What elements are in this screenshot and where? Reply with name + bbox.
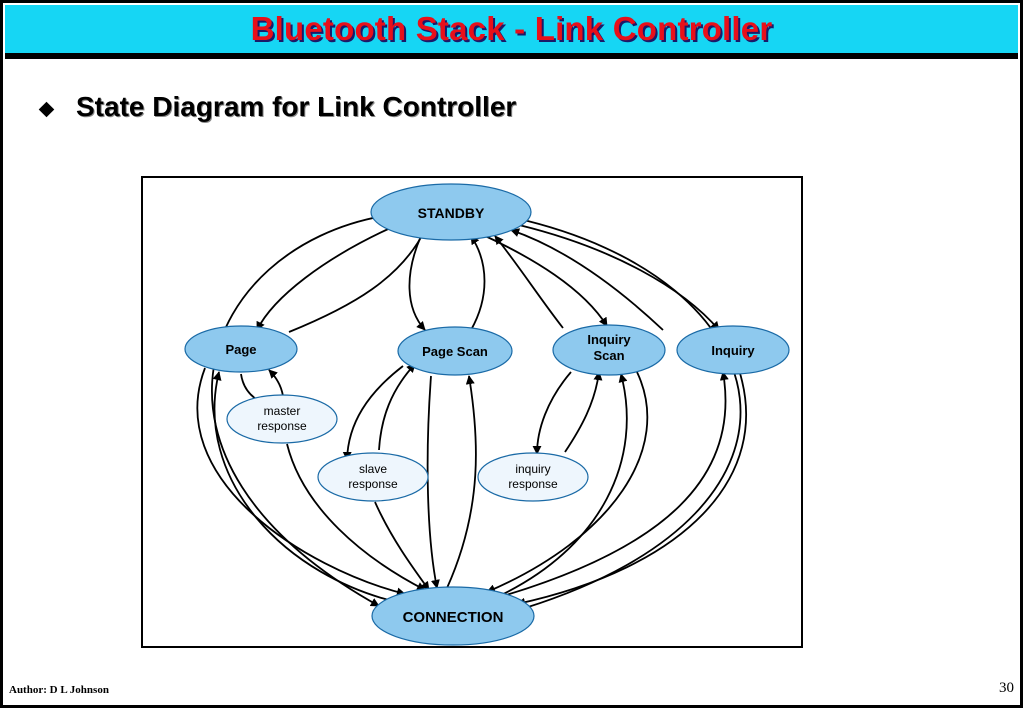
arrow-inquiryscan-to-inquiryresponse <box>532 371 572 455</box>
arrow-connection-to-standby-outer <box>514 215 742 609</box>
state-inquiry-label: Inquiry <box>711 343 755 358</box>
arrow-pagescan-to-standby <box>470 235 486 331</box>
slide: Bluetooth Stack - Link Controller State … <box>3 3 1020 705</box>
state-inquiry-scan-label-1: Inquiry <box>587 332 631 347</box>
state-inquiry: Inquiry <box>676 325 790 375</box>
bullet-item: State Diagram for Link Controller <box>38 91 517 123</box>
state-page: Page <box>184 325 298 373</box>
state-master-response: master response <box>226 394 338 444</box>
state-master-response-label-1: master <box>264 404 301 418</box>
arrow-slaveresponse-to-pagescan <box>378 363 416 451</box>
state-inquiry-response-label-1: inquiry <box>515 462 550 476</box>
state-diagram-svg: STANDBY Page Page Scan Inquiry Scan Inqu… <box>184 183 790 646</box>
arrow-standby-to-inquiryscan <box>480 233 608 327</box>
arrow-standby-to-inquiry <box>518 224 720 331</box>
state-standby: STANDBY <box>370 183 532 241</box>
slide-title: Bluetooth Stack - Link Controller <box>250 10 773 47</box>
state-inquiry-response-label-2: response <box>508 477 558 491</box>
state-slave-response-label-1: slave <box>359 462 387 476</box>
arrow-inquiry-to-connection <box>516 369 748 607</box>
state-slave-response: slave response <box>317 452 429 502</box>
state-slave-response-label-2: response <box>348 477 398 491</box>
state-page-scan: Page Scan <box>397 326 513 376</box>
arrow-page-to-standby <box>288 229 426 333</box>
arrow-inquiryscan-to-connection <box>486 371 649 593</box>
state-connection: CONNECTION <box>371 586 535 646</box>
arrow-pagescan-to-slaveresponse <box>342 365 404 461</box>
arrow-connection-to-inquiryscan <box>494 373 628 599</box>
arrow-standby-to-page <box>256 224 398 331</box>
state-inquiry-response: inquiry response <box>477 452 589 502</box>
diamond-bullet-icon <box>38 101 55 117</box>
arrow-slaveresponse-to-connection <box>374 501 430 591</box>
state-inquiry-scan: Inquiry Scan <box>552 324 666 376</box>
arrow-masterresponse-to-page <box>268 369 284 397</box>
state-standby-label: STANDBY <box>418 205 485 221</box>
author-footer: Author: D L Johnson <box>9 684 109 696</box>
state-master-response-label-2: response <box>257 419 307 433</box>
state-inquiry-scan-label-2: Scan <box>593 348 624 363</box>
state-diagram: STANDBY Page Page Scan Inquiry Scan Inqu… <box>141 176 803 648</box>
arrow-pagescan-to-connection <box>426 375 440 589</box>
arrow-inquiryscan-to-standby <box>494 235 564 329</box>
arrow-inquiry-to-standby <box>510 228 664 331</box>
arrow-inquiryresponse-to-inquiryscan <box>564 371 603 453</box>
bullet-text: State Diagram for Link Controller <box>76 91 517 122</box>
state-page-label: Page <box>225 342 256 357</box>
arrow-connection-to-inquiry <box>502 371 729 597</box>
state-page-scan-label: Page Scan <box>422 344 488 359</box>
transition-arrows <box>196 215 748 609</box>
title-bar: Bluetooth Stack - Link Controller <box>5 5 1018 59</box>
arrow-connection-to-pagescan <box>446 375 477 589</box>
arrow-connection-to-page <box>212 371 406 605</box>
arrow-masterresponse-to-connection <box>286 443 426 591</box>
state-connection-label: CONNECTION <box>403 609 504 626</box>
arrow-standby-to-pagescan <box>408 235 426 331</box>
page-number: 30 <box>999 680 1014 696</box>
